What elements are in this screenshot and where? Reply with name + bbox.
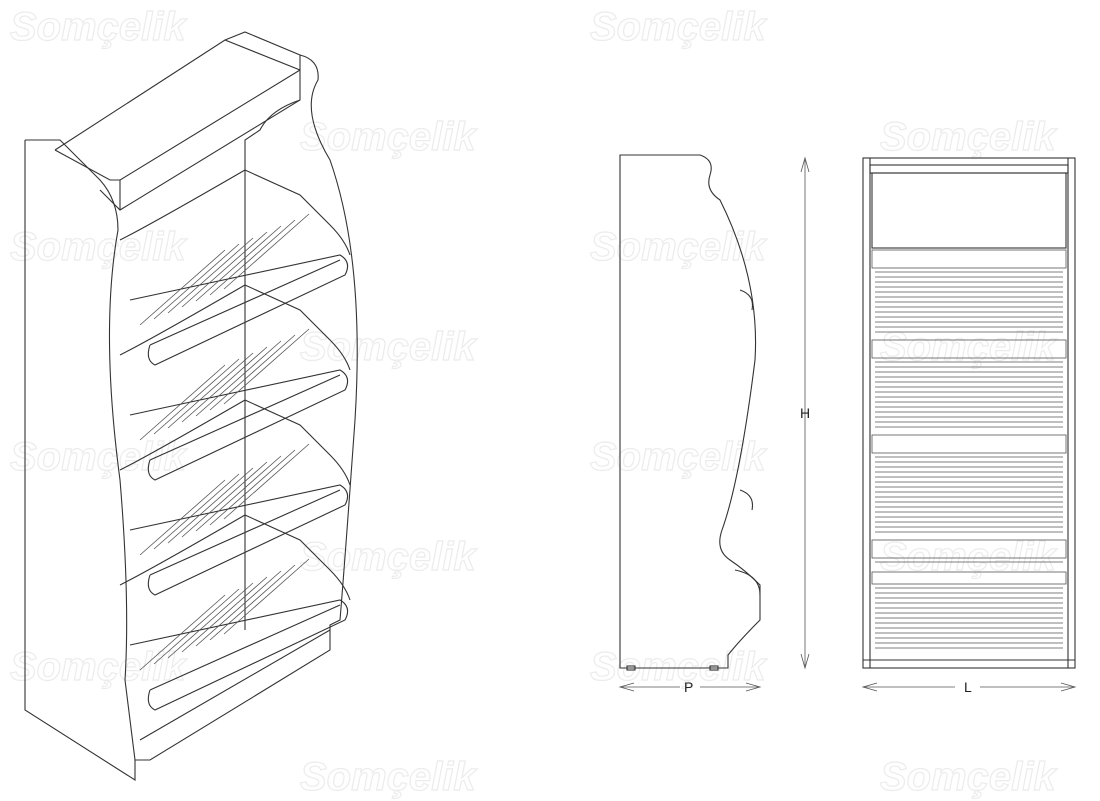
- front-shelf: [871, 249, 1067, 333]
- front-shelf: [871, 571, 1067, 649]
- height-label: H: [800, 405, 810, 421]
- watermark-logo: Somçelik: [10, 225, 187, 269]
- depth-label: P: [684, 679, 693, 695]
- watermark-logo: Somçelik: [300, 325, 477, 369]
- watermark-logo: Somçelik: [880, 535, 1057, 579]
- shelf: [119, 399, 351, 596]
- watermark-logo: Somçelik: [10, 645, 187, 689]
- shelf: [119, 514, 351, 711]
- shelf: [119, 169, 351, 366]
- front-shelf: [871, 434, 1067, 533]
- watermark-logo: Somçelik: [300, 115, 477, 159]
- front-shelf: [871, 339, 1067, 428]
- shelf: [119, 284, 351, 481]
- watermark-logo: Somçelik: [300, 535, 477, 579]
- side-view: [619, 154, 761, 671]
- watermark-logo: Somçelik: [590, 435, 767, 479]
- front-view: [862, 157, 1076, 669]
- isometric-view: [24, 31, 358, 782]
- watermark-logo: Somçelik: [10, 435, 187, 479]
- watermark-logo: Somçelik: [300, 755, 477, 799]
- watermark-logo: Somçelik: [590, 645, 767, 689]
- watermark-logo: Somçelik: [880, 115, 1057, 159]
- watermark-logo: Somçelik: [10, 5, 187, 49]
- watermark-logo: Somçelik: [590, 5, 767, 49]
- dimension-lines: [618, 156, 1077, 692]
- watermark-logo: Somçelik: [590, 225, 767, 269]
- front-shelf: [871, 539, 1067, 563]
- watermark-logo: Somçelik: [880, 755, 1057, 799]
- width-label: L: [964, 679, 972, 695]
